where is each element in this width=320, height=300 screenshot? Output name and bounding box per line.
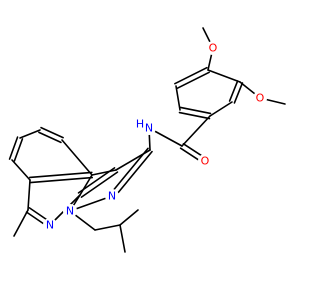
double-bond-line-a <box>228 80 239 102</box>
single-bond <box>61 139 93 176</box>
single-bond <box>209 101 233 117</box>
double-bond-line-b <box>113 150 153 199</box>
single-bond <box>94 224 121 231</box>
double-bond-line-b <box>178 111 211 120</box>
single-bond <box>13 209 29 237</box>
atom-o-carbonyl: O <box>198 154 212 168</box>
atom-n-pyrazole-2: N <box>105 189 119 203</box>
atom-label-o-methoxy-top: O <box>209 42 218 55</box>
single-bond <box>119 224 126 253</box>
double-bond-line-b <box>174 66 208 85</box>
atom-label-n-pyrazole-1: N <box>66 205 74 218</box>
atom-n-amide: N H <box>134 118 156 135</box>
double-bond-line-a <box>176 71 210 90</box>
double-bond-line-b <box>8 136 19 160</box>
double-bond-line-b <box>28 171 93 179</box>
atom-o-methoxy-top: O <box>206 41 220 55</box>
atom-o-methoxy-right: O <box>253 91 267 105</box>
atom-label-h-amide: H <box>136 118 144 131</box>
atom-label-o-carbonyl: O <box>201 155 210 168</box>
double-bond-line-b <box>40 126 64 139</box>
single-bond <box>11 159 31 181</box>
single-bond <box>91 169 117 176</box>
double-bond-line-a <box>38 131 62 144</box>
atom-label-n-amide: N <box>145 122 153 135</box>
double-bond-line-a <box>29 176 94 184</box>
double-bond-line-a <box>80 171 119 198</box>
single-bond <box>19 129 41 139</box>
single-bond <box>119 209 139 226</box>
double-bond-line-a <box>13 138 24 162</box>
single-bond <box>207 69 241 83</box>
double-bond-line-a <box>179 106 212 115</box>
single-bond <box>175 85 181 111</box>
single-bond <box>115 149 151 171</box>
atom-n-quinoline: N <box>43 218 57 232</box>
molecule-structure-diagram: O O O N H N N N <box>8 27 286 253</box>
single-bond <box>69 195 113 212</box>
atom-n-pyrazole-1: N <box>63 204 77 218</box>
single-bond <box>181 115 211 147</box>
double-bond-line-b <box>233 82 244 104</box>
bond-layer <box>8 27 286 253</box>
atom-label-n-pyrazole-2: N <box>108 190 116 203</box>
double-bond-line-a <box>109 147 149 196</box>
single-bond <box>27 179 31 211</box>
atom-label-o-methoxy-right: O <box>256 92 265 105</box>
atom-label-layer: O O O N H N N N <box>43 41 267 232</box>
atom-label-n-quinoline: N <box>46 219 54 232</box>
